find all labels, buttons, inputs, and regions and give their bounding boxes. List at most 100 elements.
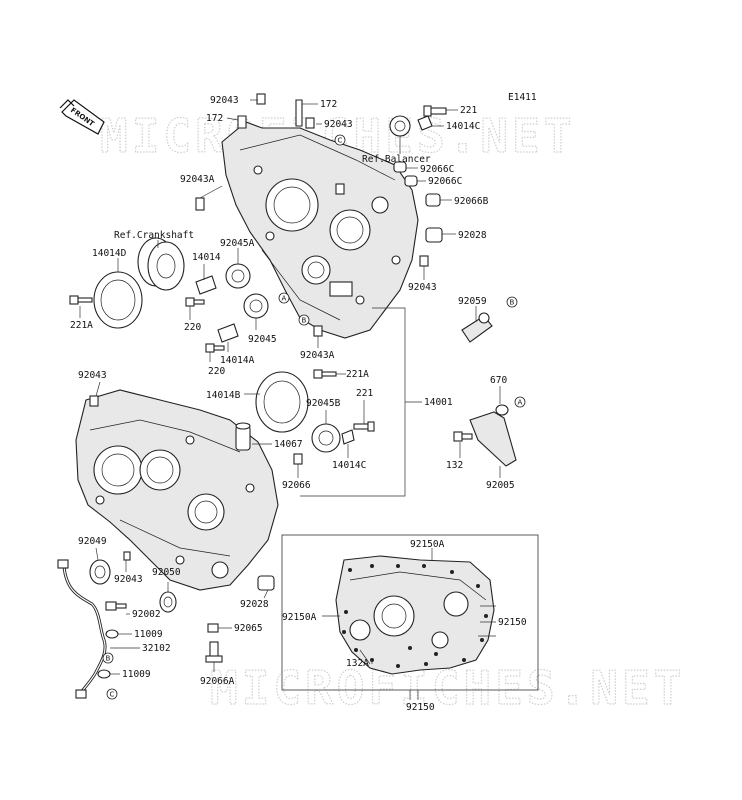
- cap-92066C-2: [404, 175, 418, 187]
- crankcase-bottom-view: [335, 555, 495, 675]
- dowel-92043A-top: [195, 197, 205, 211]
- label-92043A-top: 92043A: [180, 174, 215, 185]
- label-92150A-left: 92150A: [282, 612, 317, 623]
- dowel-92066C: [335, 183, 345, 195]
- plug-92028-low: [257, 575, 275, 591]
- washer-11009-b: [97, 669, 111, 679]
- oil-pipe-32102: [57, 559, 107, 699]
- label-221A-left: 221A: [70, 320, 93, 331]
- label-92066C-1: 92066C: [420, 164, 454, 175]
- seal-92049: [89, 559, 111, 585]
- ref-crankshaft-label: Ref.Crankshaft: [114, 230, 194, 241]
- bearing-92045A: [225, 263, 251, 289]
- diagram-code: E1411: [508, 92, 537, 103]
- label-221-top: 221: [460, 105, 477, 116]
- callout-marker-b-lower: B: [102, 652, 114, 664]
- label-92045A: 92045A: [220, 238, 255, 249]
- stud-172-left: [237, 115, 247, 129]
- label-92050: 92050: [152, 567, 181, 578]
- bolt-221A-left: [69, 295, 93, 305]
- bearing-balancer: [389, 115, 411, 137]
- leader-lines: [79, 99, 501, 700]
- dowel-92043-mid: [305, 117, 315, 129]
- label-92059: 92059: [458, 296, 487, 307]
- label-132A: 132A: [346, 658, 369, 669]
- bracket-14014C-mid: [341, 429, 355, 445]
- label-221A-mid: 221A: [346, 369, 369, 380]
- svg-text:B: B: [106, 655, 111, 663]
- oring-670: [495, 404, 509, 416]
- bearing-crankshaft: [137, 237, 185, 291]
- label-14014B: 14014B: [206, 390, 241, 401]
- label-92043-lower: 92043: [78, 370, 107, 381]
- label-92002: 92002: [132, 609, 161, 620]
- watermark-bottom: MICROFICHES.NET: [210, 661, 685, 715]
- svg-text:A: A: [282, 295, 287, 303]
- label-14014C-mid: 14014C: [332, 460, 366, 471]
- label-92005: 92005: [486, 480, 515, 491]
- lower-crankcase: [75, 389, 279, 591]
- label-14014C-top: 14014C: [446, 121, 480, 132]
- bolt-221-top: [423, 105, 447, 117]
- callout-marker-a-right: A: [514, 396, 526, 408]
- label-92043-low2: 92043: [114, 574, 143, 585]
- label-92150A-top: 92150A: [410, 539, 445, 550]
- label-14014: 14014: [192, 252, 221, 263]
- svg-text:C: C: [338, 137, 343, 145]
- tube-14067: [235, 422, 251, 451]
- label-92049: 92049: [78, 536, 107, 547]
- label-14014D: 14014D: [92, 248, 127, 259]
- stud-172-right: [295, 99, 303, 127]
- label-92028-low: 92028: [240, 599, 269, 610]
- label-92150-bottom: 92150: [406, 702, 435, 713]
- label-221-mid: 221: [356, 388, 373, 399]
- bolt-132: [453, 431, 473, 442]
- label-11009-b: 11009: [122, 669, 151, 680]
- svg-text:B: B: [302, 317, 307, 325]
- label-92150-right: 92150: [498, 617, 527, 628]
- spring-92065: [207, 623, 219, 633]
- label-92043-right: 92043: [408, 282, 437, 293]
- label-132: 132: [446, 460, 463, 471]
- label-172-right: 172: [320, 99, 337, 110]
- label-670: 670: [490, 375, 507, 386]
- bolt-92002: [105, 601, 127, 611]
- dowel-92043-lower: [89, 395, 99, 407]
- bearing-92045: [243, 293, 269, 319]
- label-92043-mid: 92043: [324, 119, 353, 130]
- dowel-92043A-mid: [313, 325, 323, 337]
- bolt-220-b: [205, 343, 225, 353]
- label-32102: 32102: [142, 643, 171, 654]
- svg-text:A: A: [518, 399, 523, 407]
- ref-balancer-label: Ref.Balancer: [362, 154, 431, 165]
- label-92028-top: 92028: [458, 230, 487, 241]
- plug-92028-top: [425, 227, 443, 243]
- label-220-b: 220: [208, 366, 225, 377]
- upper-crankcase: [221, 121, 419, 339]
- label-92043A-mid: 92043A: [300, 350, 335, 361]
- bearing-92045B: [311, 423, 341, 453]
- label-92045B: 92045B: [306, 398, 341, 409]
- seal-14014D: [93, 271, 143, 329]
- dowel-92043-low2: [123, 551, 131, 561]
- dowel-92043-right: [419, 255, 429, 267]
- label-92066A: 92066A: [200, 676, 235, 687]
- bracket-14014A: [217, 323, 239, 343]
- label-92065: 92065: [234, 623, 263, 634]
- sensor-92059: [461, 312, 493, 343]
- washer-11009-a: [105, 629, 119, 639]
- label-92043-top: 92043: [210, 95, 239, 106]
- svg-text:B: B: [510, 299, 515, 307]
- svg-text:C: C: [110, 691, 115, 699]
- label-92066C-2: 92066C: [428, 176, 462, 187]
- callout-marker-c-top: C: [334, 134, 346, 146]
- bolt-220-a: [185, 297, 205, 307]
- ring-92050: [159, 591, 177, 613]
- screen-92066A: [205, 641, 223, 663]
- part-number-labels: 92043 172 172 92043 221 14014C 92066C 92…: [70, 95, 527, 713]
- label-92045: 92045: [248, 334, 277, 345]
- lever-92005: [469, 411, 517, 467]
- label-92066: 92066: [282, 480, 311, 491]
- bolt-221A-mid: [313, 369, 337, 379]
